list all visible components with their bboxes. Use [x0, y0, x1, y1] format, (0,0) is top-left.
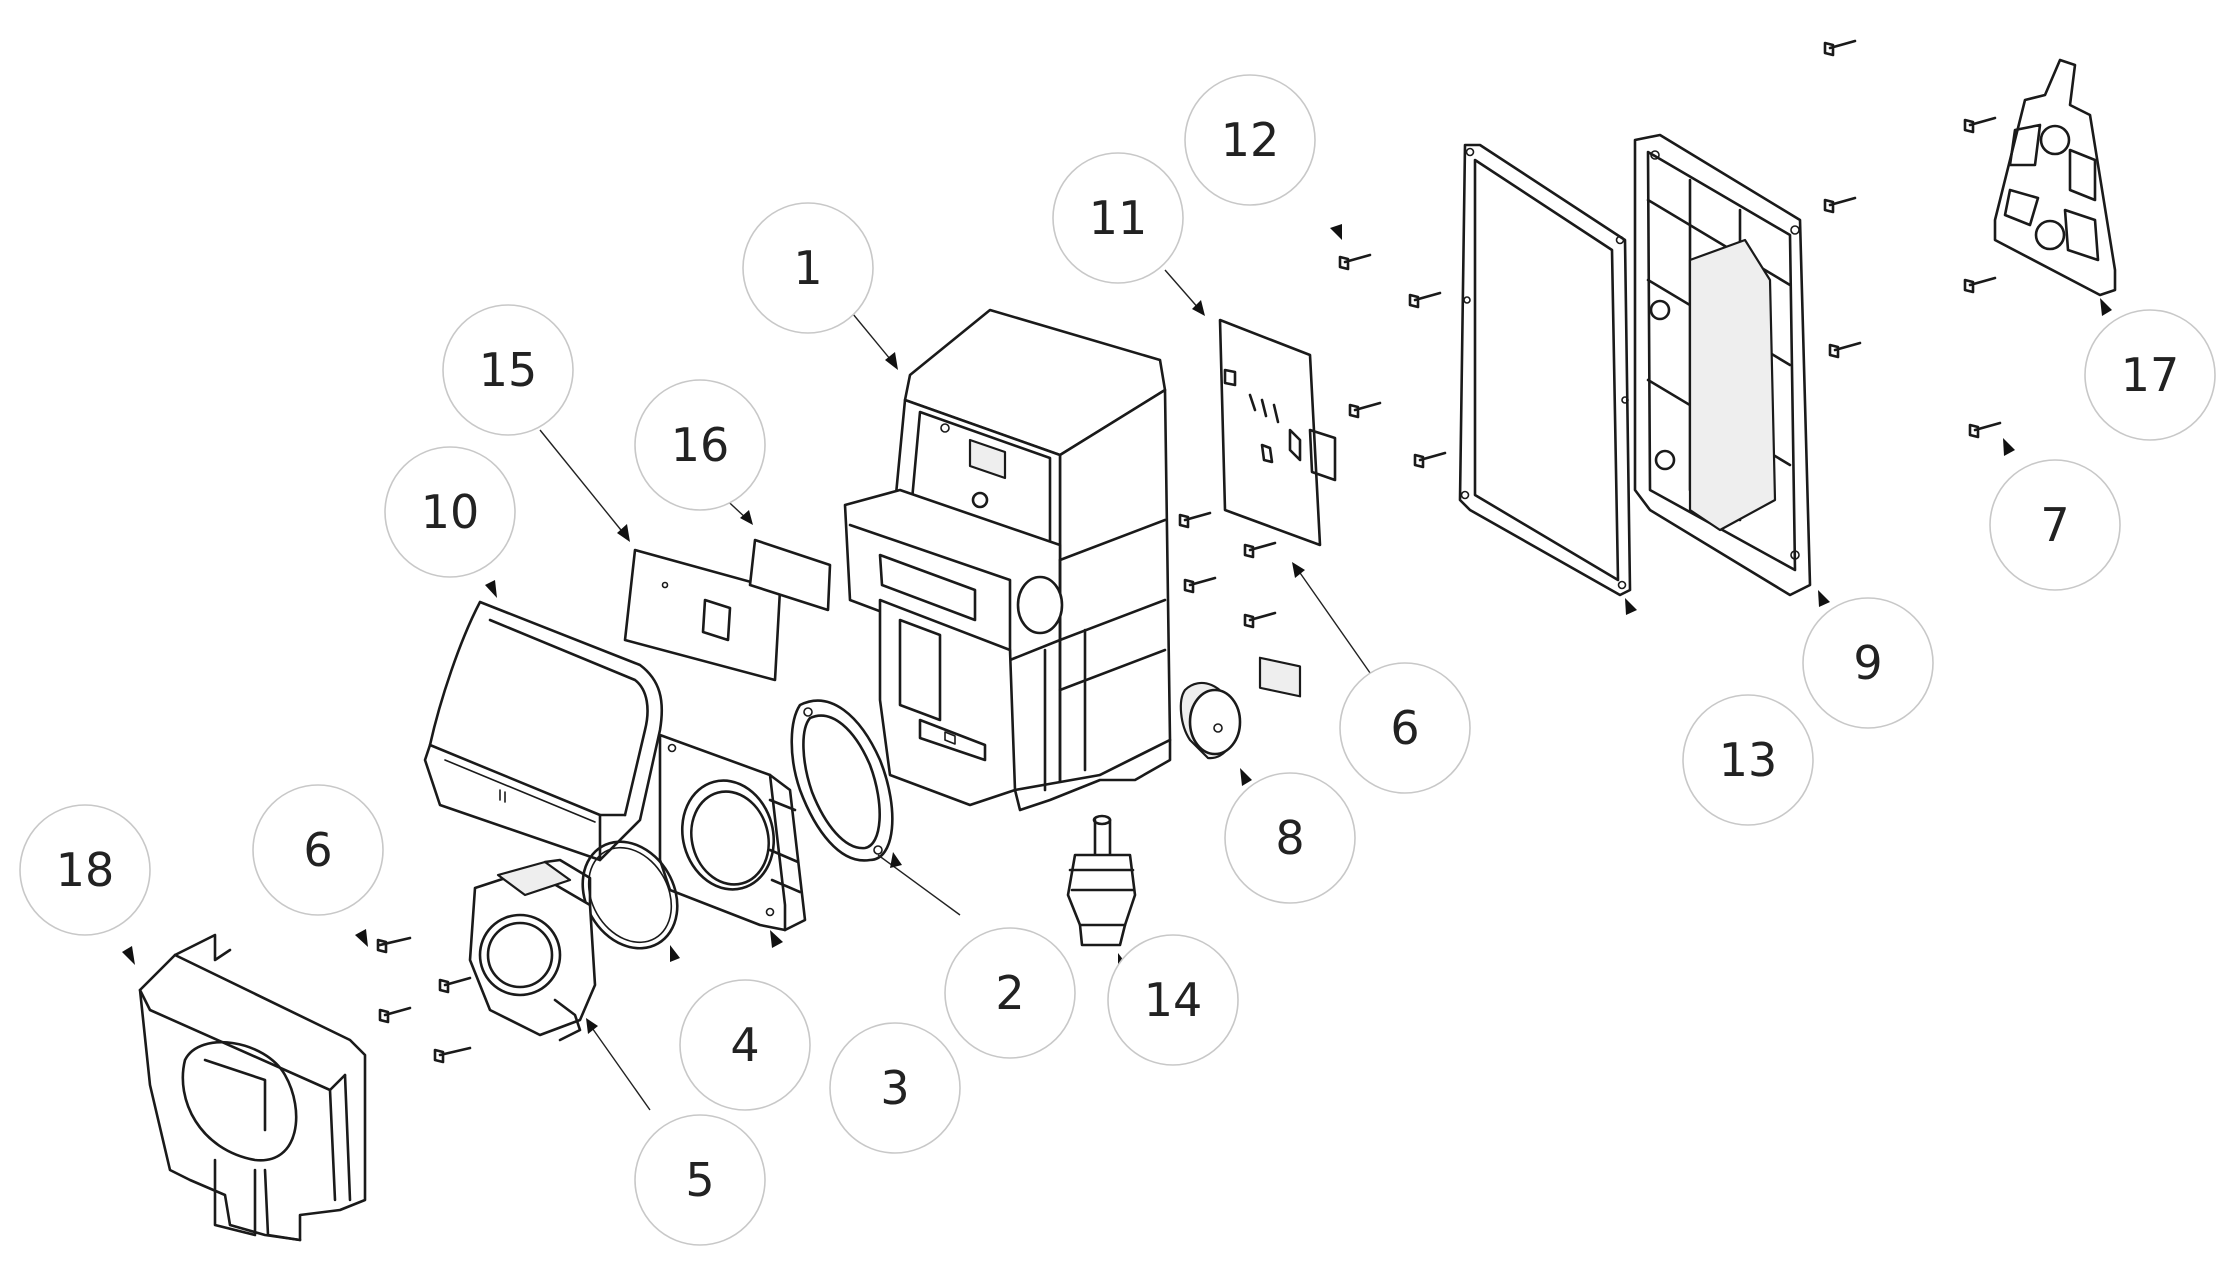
- part-10-cover: [423, 600, 664, 862]
- callout-11-label: 11: [1089, 191, 1148, 245]
- callout-10: 10: [384, 446, 516, 578]
- callout-8-label: 8: [1275, 811, 1304, 865]
- callout-9-label: 9: [1853, 636, 1882, 690]
- callout-5-label: 5: [685, 1153, 714, 1207]
- screws-middle: [1178, 511, 1277, 629]
- part-16-label: [748, 538, 832, 612]
- callout-5: 5: [634, 1114, 766, 1246]
- callout-9: 9: [1802, 597, 1934, 729]
- callout-16-label: 16: [671, 418, 730, 472]
- callout-leaders: [122, 224, 2112, 1111]
- callout-2: 2: [944, 927, 1076, 1059]
- callout-7-label: 7: [2040, 498, 2069, 552]
- callout-3: 3: [829, 1022, 961, 1154]
- part-8-knob: [1179, 681, 1242, 760]
- callout-13-label: 13: [1719, 733, 1778, 787]
- callout-16: 16: [634, 379, 766, 511]
- callout-18: 18: [19, 804, 151, 936]
- callout-13: 13: [1682, 694, 1814, 826]
- callout-3-label: 3: [880, 1061, 909, 1115]
- part-14-cable-gland: [1066, 814, 1137, 947]
- callout-12: 12: [1184, 74, 1316, 206]
- part-3-flange: [658, 733, 807, 932]
- callout-1: 1: [742, 202, 874, 334]
- callout-11: 11: [1052, 152, 1184, 284]
- screws-front: [376, 936, 472, 1064]
- callout-4: 4: [679, 979, 811, 1111]
- callout-6-middle: 6: [1339, 662, 1471, 794]
- callout-6-left: 6: [252, 784, 384, 916]
- callout-1-label: 1: [793, 241, 822, 295]
- part-5-socket: [468, 858, 597, 1042]
- callout-6-middle-label: 6: [1390, 701, 1419, 755]
- callout-12-label: 12: [1221, 113, 1280, 167]
- callout-10-label: 10: [421, 485, 480, 539]
- part-9-base: [1633, 133, 1812, 597]
- callout-15-label: 15: [479, 343, 538, 397]
- part-2-gasket: [790, 699, 894, 862]
- callout-8: 8: [1224, 772, 1356, 904]
- callout-7: 7: [1989, 459, 2121, 591]
- callout-15: 15: [442, 304, 574, 436]
- part-15-plate: [623, 548, 782, 682]
- part-17-wall-bracket: [1993, 58, 2117, 297]
- part-18-bracket: [138, 933, 367, 1242]
- part-1-main-body: [843, 308, 1172, 812]
- callout-2-label: 2: [995, 966, 1024, 1020]
- screws-right: [1823, 39, 2002, 439]
- callout-6-left-label: 6: [303, 823, 332, 877]
- callout-4-label: 4: [730, 1018, 759, 1072]
- callout-18-label: 18: [56, 843, 115, 897]
- callout-17: 17: [2084, 309, 2216, 441]
- part-11-pcb: [1218, 318, 1337, 698]
- callout-14-label: 14: [1144, 973, 1203, 1027]
- callout-bubbles: 1 2 3 4 5 6 6 7: [19, 74, 2216, 1246]
- callout-14: 14: [1107, 934, 1239, 1066]
- part-12-screws: [1338, 253, 1447, 469]
- part-13-gasket-frame: [1458, 143, 1632, 597]
- callout-17-label: 17: [2121, 348, 2180, 402]
